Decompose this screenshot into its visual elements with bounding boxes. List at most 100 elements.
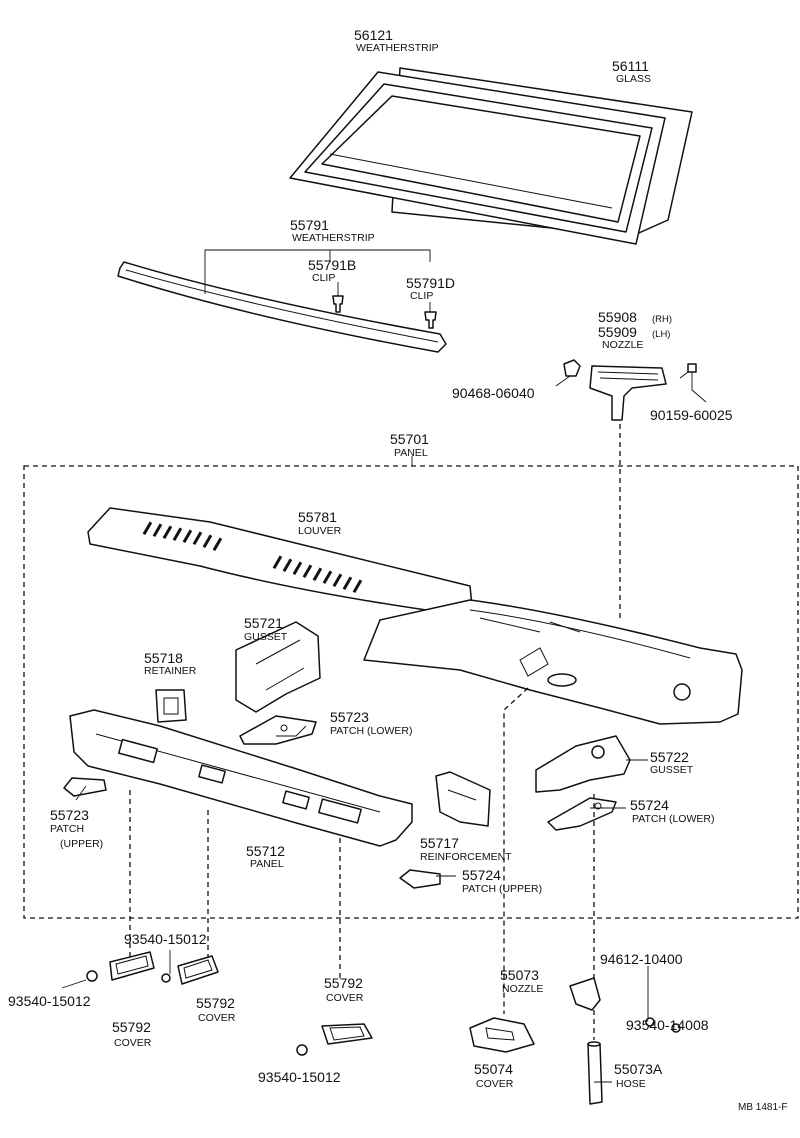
svg-text:(UPPER): (UPPER) xyxy=(60,838,103,850)
gusset-right-shape xyxy=(535,735,631,793)
label-55712: 55712 PANEL xyxy=(246,843,285,870)
screw-right-shape xyxy=(671,1023,681,1033)
svg-text:RETAINER: RETAINER xyxy=(144,665,197,677)
bolt-left-shape xyxy=(563,359,581,377)
svg-text:55722: 55722 xyxy=(650,749,689,765)
svg-text:PANEL: PANEL xyxy=(394,447,428,459)
svg-text:LOUVER: LOUVER xyxy=(298,525,342,537)
hose-shape xyxy=(587,1041,603,1105)
svg-text:PATCH (UPPER): PATCH (UPPER) xyxy=(462,883,542,895)
svg-text:REINFORCEMENT: REINFORCEMENT xyxy=(420,851,512,863)
clamp-shape xyxy=(645,1017,655,1027)
label-55722: 55722 GUSSET xyxy=(650,749,694,776)
louver-shape xyxy=(87,507,473,613)
label-55724-lower: 55724 PATCH (LOWER) xyxy=(630,797,714,825)
svg-text:55718: 55718 xyxy=(144,650,183,666)
label-55073a: 55073A HOSE xyxy=(614,1061,663,1090)
label-55724-upper: 55724 PATCH (UPPER) xyxy=(462,867,542,895)
patch-upper-right-shape xyxy=(399,869,441,889)
svg-text:55908: 55908 xyxy=(598,309,637,325)
label-93540-14008: 93540-14008 xyxy=(626,1017,709,1033)
svg-text:55792: 55792 xyxy=(112,1019,151,1035)
svg-text:55791: 55791 xyxy=(290,217,329,233)
label-55781: 55781 LOUVER xyxy=(298,509,342,537)
svg-text:55712: 55712 xyxy=(246,843,285,859)
cowl-panel-shape xyxy=(363,599,743,725)
svg-text:NOZZLE: NOZZLE xyxy=(502,983,543,995)
svg-text:COVER: COVER xyxy=(198,1012,236,1024)
svg-text:PATCH (LOWER): PATCH (LOWER) xyxy=(632,813,714,825)
label-55073: 55073 NOZZLE xyxy=(500,967,543,995)
svg-text:55724: 55724 xyxy=(462,867,501,883)
svg-text:55792: 55792 xyxy=(324,975,363,991)
retainer-shape xyxy=(155,689,187,723)
cowl-nozzle-shape xyxy=(569,977,601,1011)
svg-text:55074: 55074 xyxy=(474,1061,513,1077)
reinforcement-shape xyxy=(435,771,491,827)
svg-text:PATCH (LOWER): PATCH (LOWER) xyxy=(330,725,412,737)
label-55721: 55721 GUSSET xyxy=(244,615,288,643)
washer-nozzle-shape xyxy=(589,365,667,421)
label-55723-upper: 55723 PATCH (UPPER) xyxy=(50,807,103,850)
svg-text:55791D: 55791D xyxy=(406,275,455,291)
patch-lower-left-shape xyxy=(239,715,317,745)
label-55791d: 55791D CLIP xyxy=(406,275,455,302)
label-56121: 56121 WEATHERSTRIP xyxy=(354,27,439,54)
svg-text:CLIP: CLIP xyxy=(410,290,433,302)
svg-text:55781: 55781 xyxy=(298,509,337,525)
nozzle-cover-shape xyxy=(469,1017,535,1053)
cover-low-shape xyxy=(321,1023,373,1045)
label-55723-lower: 55723 PATCH (LOWER) xyxy=(330,709,412,737)
screw-bottom-shape xyxy=(296,1044,308,1056)
screw-left-shape xyxy=(61,970,98,989)
svg-text:55724: 55724 xyxy=(630,797,669,813)
svg-text:55792: 55792 xyxy=(196,995,235,1011)
svg-text:GUSSET: GUSSET xyxy=(244,631,288,643)
svg-text:55909: 55909 xyxy=(598,324,637,340)
label-55718: 55718 RETAINER xyxy=(144,650,197,677)
svg-text:(RH): (RH) xyxy=(652,314,672,325)
svg-text:55701: 55701 xyxy=(390,431,429,447)
patch-lower-right-shape xyxy=(547,797,617,831)
label-55908-55909: 55908 (RH) 55909 (LH) NOZZLE xyxy=(598,309,672,351)
gusset-left-shape xyxy=(235,621,321,713)
label-55792-mid: 55792 COVER xyxy=(196,995,236,1024)
lower-panel-shape xyxy=(69,709,413,847)
svg-text:HOSE: HOSE xyxy=(616,1078,646,1090)
clip-b-shape xyxy=(332,295,344,313)
label-55717: 55717 REINFORCEMENT xyxy=(420,835,512,863)
cover-left-shape xyxy=(109,951,155,981)
label-93540-15012-bottom: 93540-15012 xyxy=(258,1069,341,1085)
svg-text:55723: 55723 xyxy=(50,807,89,823)
svg-text:WEATHERSTRIP: WEATHERSTRIP xyxy=(356,42,439,54)
svg-text:55717: 55717 xyxy=(420,835,459,851)
label-55792-left: 55792 COVER xyxy=(112,1019,152,1049)
cover-mid-shape xyxy=(177,955,219,985)
label-93540-15012-left: 93540-15012 xyxy=(8,993,91,1009)
svg-text:55073: 55073 xyxy=(500,967,539,983)
screw-mid-shape xyxy=(161,973,171,983)
svg-text:PANEL: PANEL xyxy=(250,858,284,870)
svg-text:GUSSET: GUSSET xyxy=(650,764,694,776)
svg-text:56111: 56111 xyxy=(612,58,649,74)
label-56111: 56111 GLASS xyxy=(612,58,651,85)
label-55791: 55791 WEATHERSTRIP xyxy=(290,217,375,244)
figure-reference: MB 1481-F xyxy=(738,1102,787,1113)
svg-text:COVER: COVER xyxy=(476,1078,514,1090)
svg-text:(LH): (LH) xyxy=(652,329,670,340)
clip-d-shape xyxy=(424,311,437,329)
svg-text:55723: 55723 xyxy=(330,709,369,725)
cowl-weatherstrip xyxy=(117,261,447,353)
label-55791b: 55791B CLIP xyxy=(308,257,356,284)
label-93540-15012-top: 93540-15012 xyxy=(124,931,207,947)
svg-text:PATCH: PATCH xyxy=(50,823,84,835)
label-90159-60025: 90159-60025 xyxy=(650,407,733,423)
svg-text:GLASS: GLASS xyxy=(616,73,651,85)
svg-text:56121: 56121 xyxy=(354,27,393,43)
svg-text:COVER: COVER xyxy=(114,1037,152,1049)
label-94612-10400: 94612-10400 xyxy=(600,951,683,967)
label-55074: 55074 COVER xyxy=(474,1061,514,1090)
bolt-right-shape xyxy=(679,363,697,379)
svg-text:55721: 55721 xyxy=(244,615,283,631)
